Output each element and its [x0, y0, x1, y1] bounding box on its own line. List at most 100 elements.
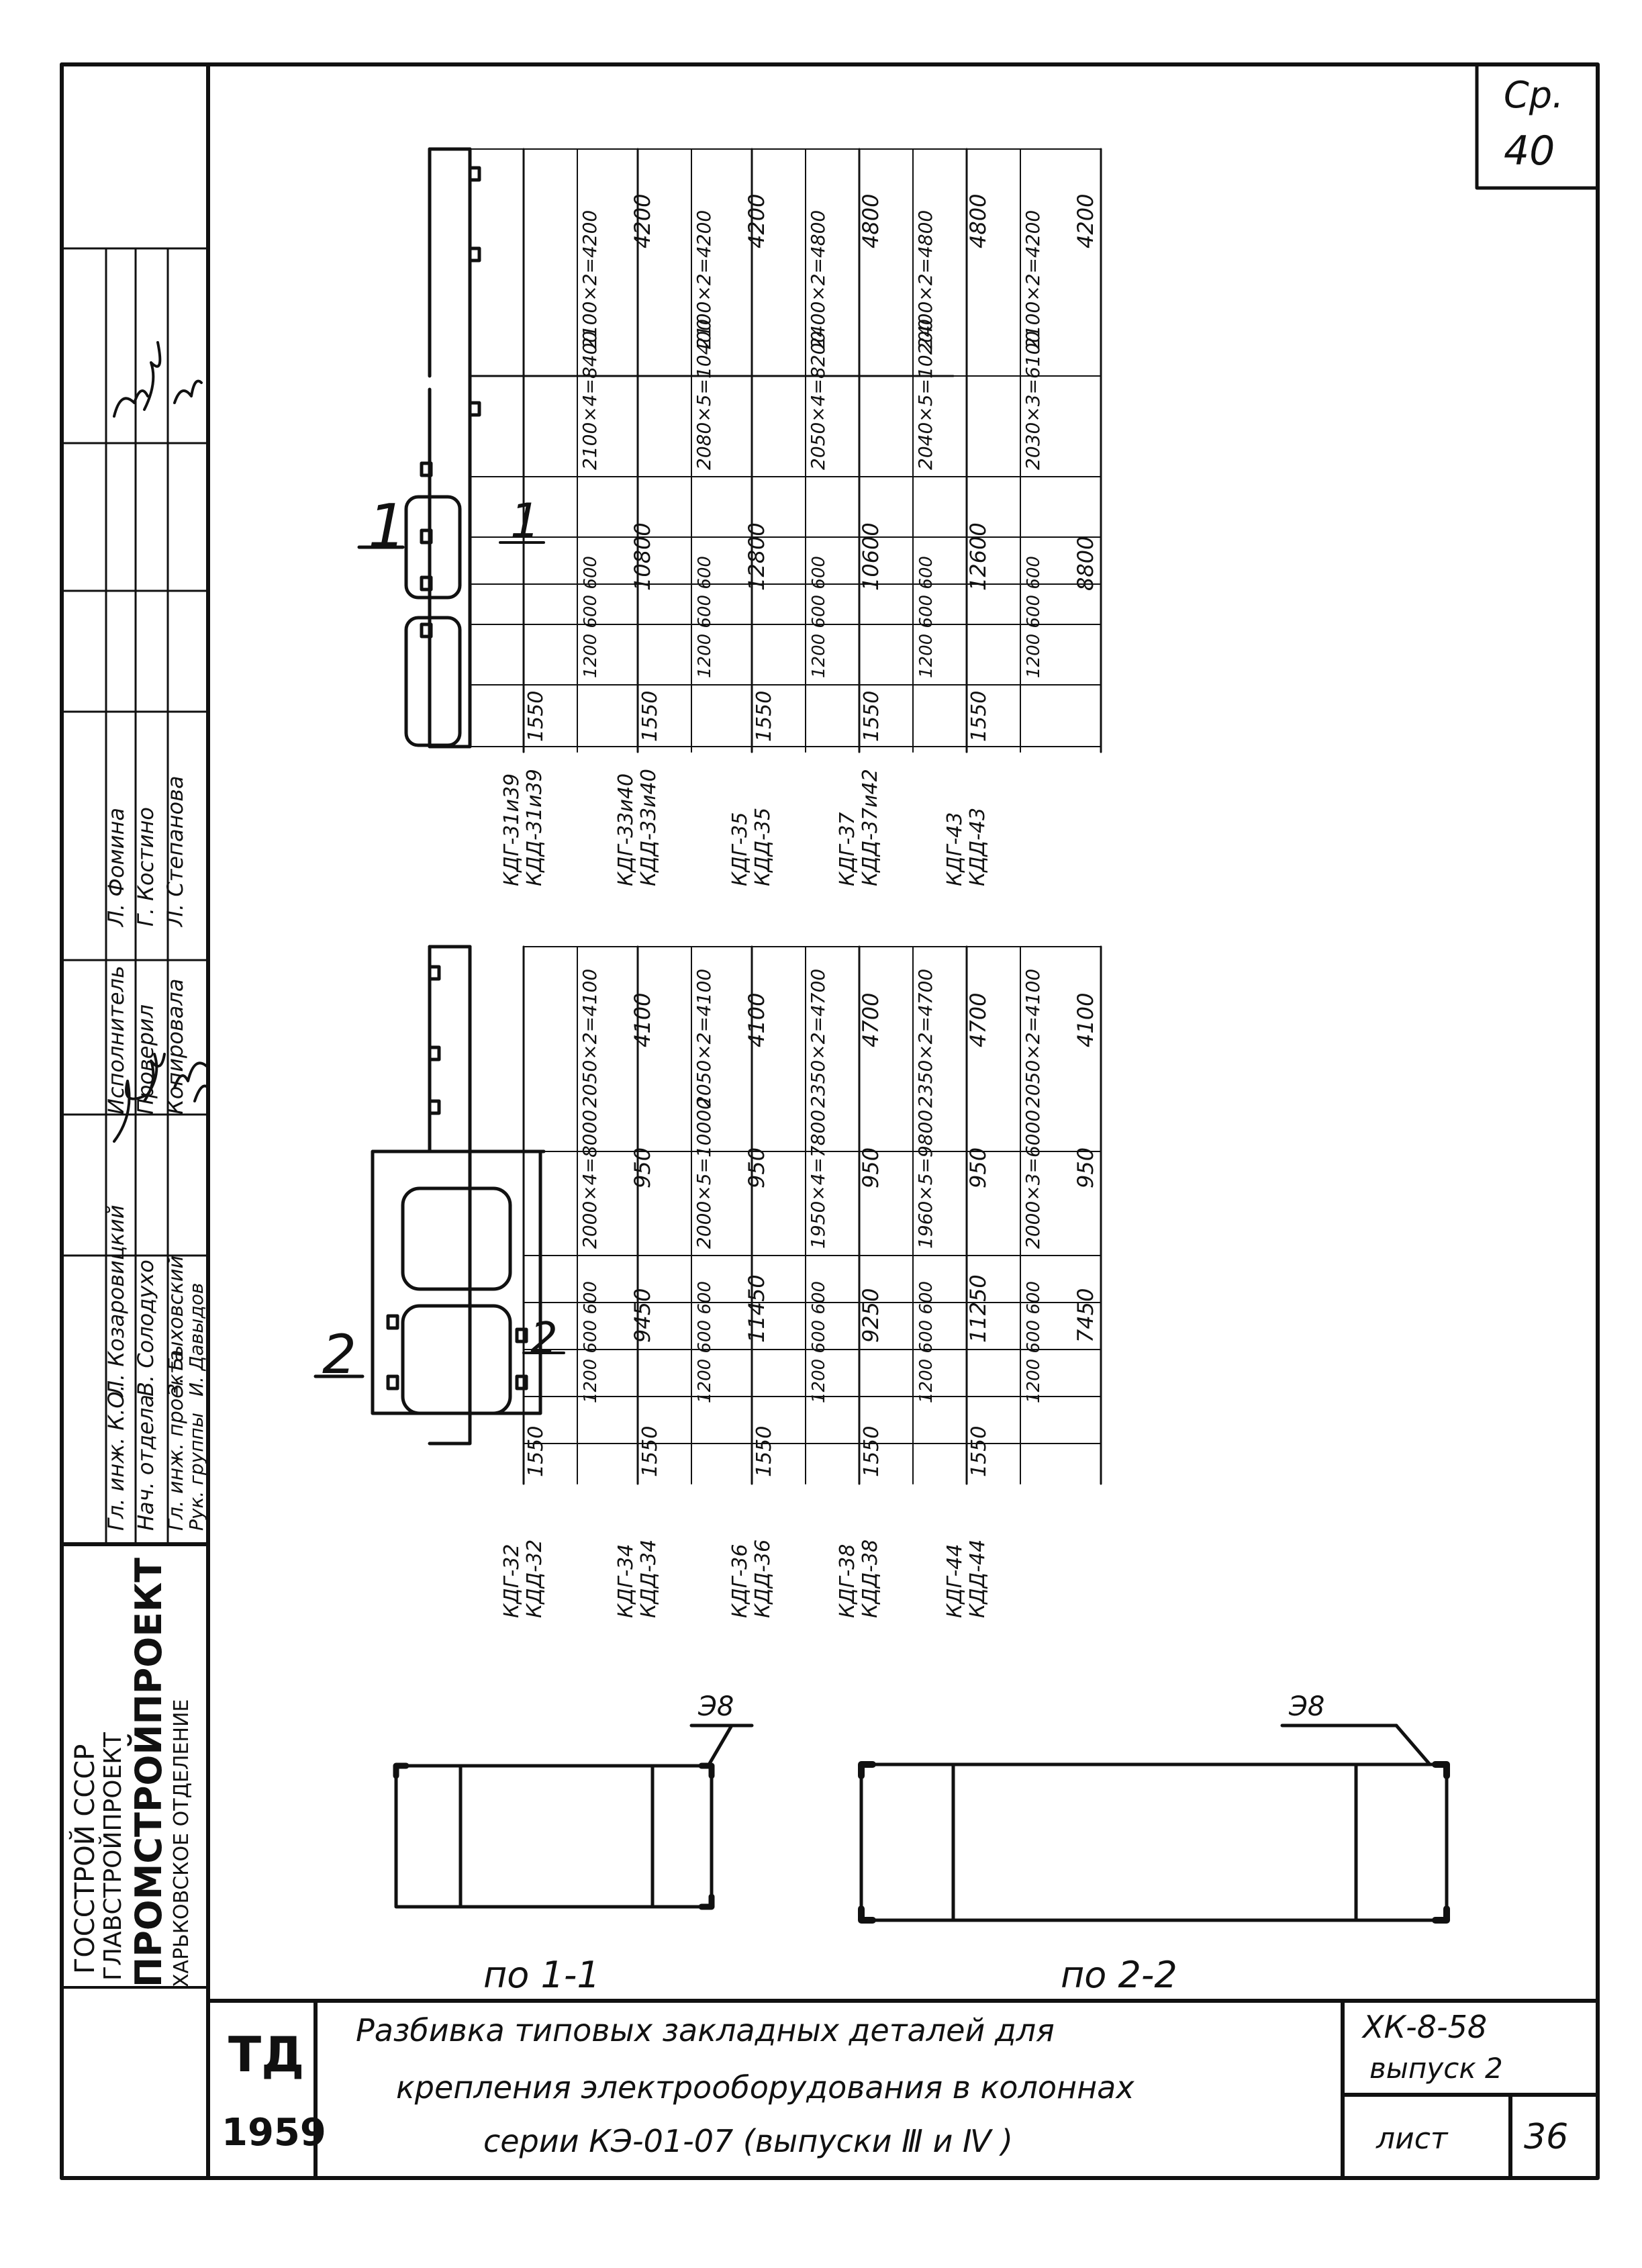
dim-total: 10800 — [630, 522, 655, 591]
dim-far-total: 4200 — [630, 194, 655, 248]
page-label: Ср. — [1504, 74, 1563, 116]
dim-offset: 1550 — [753, 691, 776, 742]
dim-far-total: 4700 — [965, 993, 991, 1047]
section-mark-1: 1 1 — [357, 491, 545, 562]
dim-total: 11450 — [744, 1274, 769, 1343]
sign-name-3: З. Быховский — [164, 1256, 188, 1397]
sheet-frame — [60, 62, 1600, 2180]
org-line-3: ПРОМСТРОЙПРОЕКТ — [128, 1558, 170, 1987]
dim-gap: 950 — [630, 1147, 655, 1188]
dim-offset: 1550 — [524, 691, 548, 742]
dim-spacing: 1200 600 600 — [809, 556, 829, 678]
dim-spacing: 1200 600 600 — [916, 556, 936, 678]
dim-far: 2100×2=4200 — [693, 210, 715, 349]
mark-lower: КДД-32 — [523, 1540, 546, 1618]
dim-spacing: 1200 600 600 — [581, 556, 601, 678]
dim-far-total: 4200 — [1073, 194, 1098, 248]
dim-far: 2050×2=4100 — [579, 969, 601, 1108]
dim-far: 2350×2=4700 — [914, 969, 936, 1108]
dim-middle: 2030×3=6100 — [1022, 331, 1044, 470]
dim-total: 11250 — [965, 1274, 991, 1343]
sign-name-1: Л. Козаровицкий — [103, 1204, 129, 1397]
dim-gap: 950 — [858, 1147, 883, 1188]
dim-far-total: 4800 — [965, 194, 991, 248]
dim-far-total: 4200 — [744, 194, 769, 248]
dim-far-total: 4800 — [858, 194, 883, 248]
dim-far-total: 4100 — [744, 993, 769, 1047]
dim-offset: 1550 — [638, 691, 662, 742]
dim-gap: 950 — [1073, 1147, 1098, 1188]
dim-spacing: 1200 600 600 — [916, 1281, 936, 1403]
dim-spacing: 1200 600 600 — [695, 556, 715, 678]
dim-middle: 2000×4=8000 — [579, 1110, 601, 1249]
dim-far: 2350×2=4700 — [807, 969, 829, 1108]
mark-upper: КДГ-37 — [836, 812, 859, 886]
mark-lower: КДД-38 — [859, 1540, 882, 1618]
mark-lower: КДД-31и39 — [523, 769, 546, 886]
dim-total: 9450 — [630, 1288, 655, 1343]
section-mark-2: 2 2 — [313, 1314, 565, 1386]
mark-lower: КДД-37и42 — [859, 769, 882, 886]
sign-role-4: Рук. группы — [185, 1413, 207, 1531]
dim-total: 12600 — [965, 522, 991, 591]
dim-offset: 1550 — [638, 1426, 662, 1477]
dim-gap: 950 — [744, 1147, 769, 1188]
mark-upper: КДГ-35 — [728, 812, 752, 886]
org-line-1: ГОССТРОЙ СССР — [68, 1744, 101, 1974]
dim-far: 2400×2=4800 — [914, 210, 936, 349]
dim-spacing: 1200 600 600 — [1024, 1281, 1044, 1403]
section-1-tag: Э8 — [697, 1691, 734, 1722]
dim-far: 2050×2=4100 — [1022, 969, 1044, 1108]
dim-far-total: 4700 — [858, 993, 883, 1047]
dim-far: 2100×2=4200 — [579, 210, 601, 349]
section-1-label: по 1-1 — [483, 1954, 600, 1996]
dim-offset: 1550 — [860, 1426, 883, 1477]
dim-far: 2100×2=4200 — [1022, 210, 1044, 349]
dim-far: 2050×2=4100 — [693, 969, 715, 1108]
approval-name-3: Л. Степанова — [162, 775, 188, 927]
org-line-2: ГЛАВСТРОЙПРОЕКТ — [99, 1732, 127, 1981]
dim-far-total: 4100 — [1073, 993, 1098, 1047]
dim-offset: 1550 — [967, 691, 991, 742]
dim-offset: 1550 — [967, 1426, 991, 1477]
mark-lower: КДД-35 — [751, 808, 775, 886]
dim-gap: 950 — [965, 1147, 991, 1188]
dim-far-total: 4100 — [630, 993, 655, 1047]
signature-table: Гл. инж. К.О. Л. Козаровицкий Исполнител… — [103, 341, 209, 1531]
sign-role-3: Гл. инж. проекта — [164, 1350, 188, 1531]
dim-total: 7450 — [1073, 1288, 1098, 1343]
mark-upper: КДГ-31и39 — [500, 773, 524, 886]
dim-total: 8800 — [1073, 536, 1098, 591]
stamp-year: 1959 — [222, 2111, 326, 2155]
page-number-box: Ср. 40 — [1475, 62, 1600, 190]
title-line-1: Разбивка типовых закладных деталей для — [356, 2012, 1055, 2048]
dim-offset: 1550 — [753, 1426, 776, 1477]
sheet-label: лист — [1375, 2122, 1449, 2156]
approval-name-1: Л. Фомина — [103, 808, 129, 927]
mark-lower: КДД-43 — [966, 808, 989, 886]
mark-upper: КДГ-43 — [943, 812, 967, 886]
dim-spacing: 1200 600 600 — [581, 1281, 601, 1403]
dim-spacing: 1200 600 600 — [1024, 556, 1044, 678]
title-line-3: серии КЭ-01-07 (выпуски Ⅲ и Ⅳ ) — [483, 2123, 1013, 2159]
sign-name-2: В. Солодухо — [133, 1260, 158, 1397]
sign-role-1: Гл. инж. К.О. — [103, 1384, 129, 1531]
dim-total: 10600 — [858, 522, 883, 591]
sheet-issue: выпуск 2 — [1369, 2052, 1503, 2085]
sheet-number: 36 — [1524, 2117, 1568, 2157]
mark-upper: КДГ-36 — [728, 1544, 752, 1618]
approval-role-1: Исполнитель — [103, 965, 129, 1115]
sheet-code: ХК-8-58 — [1361, 2009, 1487, 2045]
mark-upper: КДГ-44 — [943, 1544, 967, 1618]
dim-total: 12800 — [744, 522, 769, 591]
mark-upper: КДГ-33и40 — [614, 773, 638, 886]
approval-name-2: Г. Костино — [133, 807, 158, 927]
section-1-1: Э8 по 1-1 — [393, 1691, 754, 1996]
mark-upper: КДГ-34 — [614, 1544, 638, 1618]
dim-spacing: 1200 600 600 — [695, 1281, 715, 1403]
svg-text:1: 1 — [510, 493, 540, 549]
svg-text:2: 2 — [530, 1314, 558, 1364]
mark-lower: КДД-33и40 — [637, 769, 661, 886]
